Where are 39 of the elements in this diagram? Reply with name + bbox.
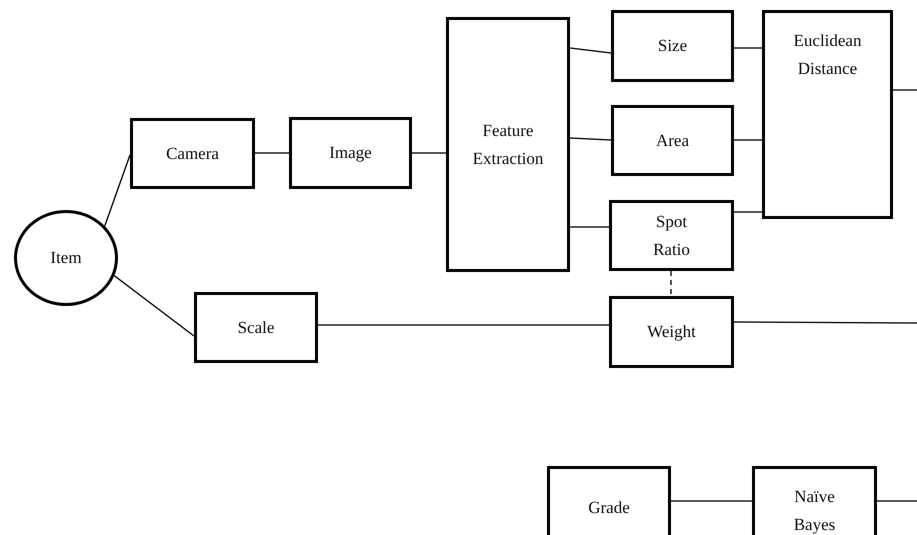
connector-line bbox=[412, 152, 446, 154]
node-label: Image bbox=[329, 142, 372, 164]
process-box bbox=[446, 17, 570, 272]
node-label: Scale bbox=[238, 316, 274, 338]
node-label: Spot Ratio bbox=[652, 210, 691, 260]
connector-line bbox=[734, 47, 762, 49]
process-box bbox=[609, 200, 734, 271]
process-box bbox=[611, 105, 734, 176]
connector-line bbox=[734, 321, 917, 324]
connector-line bbox=[893, 89, 917, 91]
connector-line bbox=[104, 154, 131, 226]
process-box bbox=[130, 118, 255, 189]
node-label: Area bbox=[656, 130, 690, 152]
connector-line bbox=[570, 226, 609, 228]
process-box bbox=[762, 10, 893, 219]
connector-line bbox=[570, 137, 612, 141]
process-box bbox=[611, 10, 734, 82]
node-label: Grade bbox=[588, 496, 630, 518]
connector-line bbox=[734, 211, 762, 213]
node-label: Item bbox=[50, 247, 82, 269]
connector-line bbox=[255, 152, 289, 154]
node-label: Feature Extraction bbox=[472, 120, 544, 170]
node-label: Camera bbox=[166, 142, 219, 164]
process-box bbox=[547, 466, 671, 535]
process-box bbox=[752, 466, 877, 535]
node-label: Size bbox=[658, 35, 688, 57]
connector-line bbox=[114, 275, 194, 337]
dashed-connector bbox=[670, 271, 672, 296]
node-label: Euclidean Distance bbox=[792, 30, 862, 80]
process-box bbox=[289, 117, 412, 189]
node-label: Naïve Bayes bbox=[792, 486, 836, 535]
connector-line bbox=[671, 500, 752, 502]
process-box bbox=[609, 296, 734, 368]
connector-line bbox=[877, 500, 917, 502]
process-box bbox=[194, 292, 318, 363]
connector-line bbox=[318, 324, 609, 326]
connector-line bbox=[734, 139, 762, 141]
connector-line bbox=[570, 47, 612, 54]
node-label: Weight bbox=[647, 321, 696, 343]
